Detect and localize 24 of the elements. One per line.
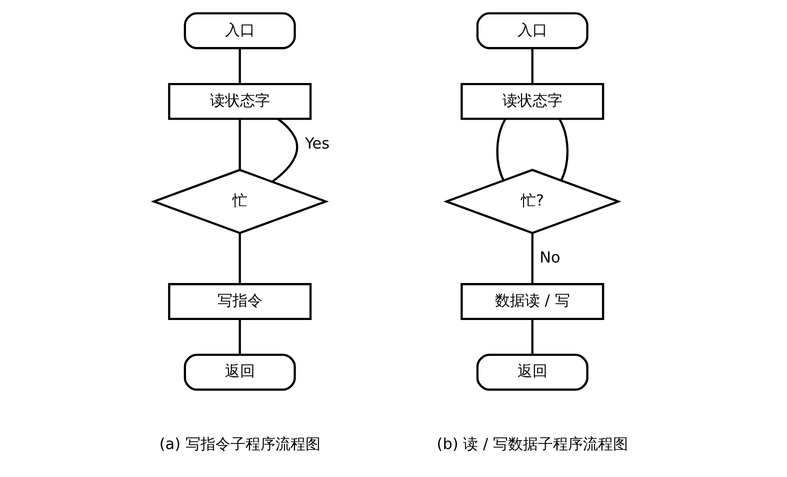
connector: [238, 318, 240, 354]
connector: [238, 48, 240, 84]
node-box: 返回: [183, 353, 296, 390]
label: (b) 读 / 写数据子程序流程图: [436, 434, 628, 453]
node-box: 返回: [476, 353, 588, 390]
edge-label: Yes: [304, 134, 330, 152]
node-box: 入口: [183, 12, 296, 49]
node-box: 入口: [476, 12, 588, 49]
node-box: 数据读 / 写: [460, 282, 604, 320]
edge-label: No: [539, 248, 560, 266]
node-box: 写指令: [168, 282, 312, 320]
connector: [238, 118, 240, 170]
connector: [496, 118, 506, 180]
connector: [238, 233, 240, 284]
node-box: 读状态字: [168, 82, 312, 120]
node-diamond: 忙: [150, 168, 328, 234]
connector: [558, 118, 568, 180]
node-diamond: 忙?: [442, 168, 621, 234]
connector: [530, 48, 533, 84]
connector: [530, 233, 533, 284]
node-box: 读状态字: [460, 82, 604, 120]
connector: [530, 318, 533, 354]
label: (a) 写指令子程序流程图: [158, 434, 320, 453]
connector: [271, 118, 298, 182]
